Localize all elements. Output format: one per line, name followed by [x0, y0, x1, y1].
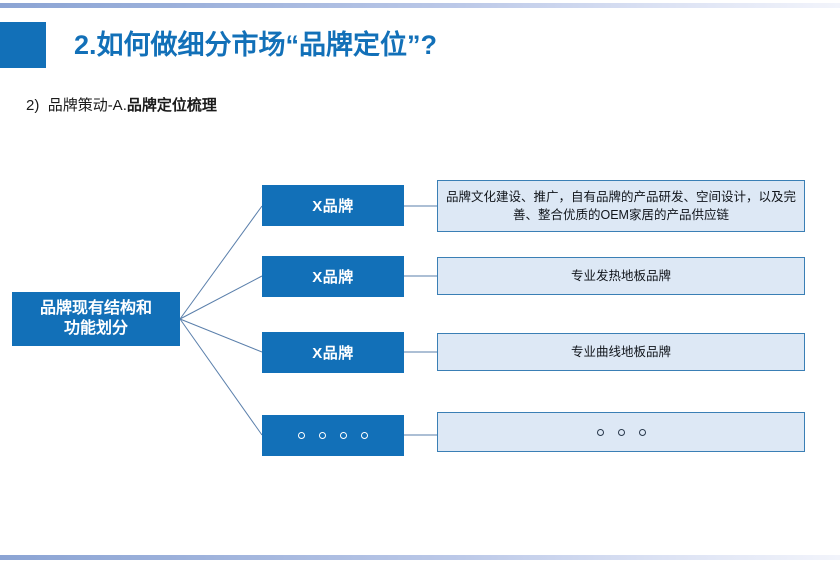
description-panel-3[interactable]: 专业曲线地板品牌	[437, 333, 805, 371]
root-node-brand-structure[interactable]: 品牌现有结构和 功能划分	[12, 292, 180, 346]
description-panel-3-text: 专业曲线地板品牌	[570, 344, 671, 359]
brand-box-3[interactable]: X品牌	[262, 332, 404, 373]
dot-icon	[617, 428, 625, 436]
dot-icon	[298, 432, 305, 439]
brand-box-4-ellipsis[interactable]	[262, 415, 404, 456]
root-node-label-line1: 品牌现有结构和	[39, 299, 152, 317]
brand-box-2-label: X品牌	[312, 269, 354, 286]
subtitle-number: 2)	[26, 97, 40, 114]
description-panel-4-ellipsis[interactable]	[437, 412, 805, 452]
subtitle-plain: 品牌策动-A.	[47, 97, 127, 114]
top-gradient-rule	[0, 3, 840, 8]
dot-icon	[638, 428, 646, 436]
description-panel-2-text: 专业发热地板品牌	[570, 268, 671, 283]
dot-icon	[596, 428, 604, 436]
dot-icon	[361, 432, 368, 439]
description-panel-1-text: 品牌文化建设、推广，自有品牌的产品研发、空间设计，以及完善、整合优质的OEM家居…	[446, 189, 797, 222]
root-node-label-line2: 功能划分	[63, 320, 128, 337]
subtitle-strong: 品牌定位梳理	[126, 97, 217, 114]
brand-box-2[interactable]: X品牌	[262, 256, 404, 297]
brand-box-3-label: X品牌	[312, 345, 354, 362]
dot-icon	[340, 432, 347, 439]
ellipsis-dots-icon	[298, 432, 368, 439]
subtitle: 2) 品牌策动-A.品牌定位梳理	[26, 94, 217, 115]
description-panel-1[interactable]: 品牌文化建设、推广，自有品牌的产品研发、空间设计，以及完善、整合优质的OEM家居…	[437, 180, 805, 232]
dot-icon	[319, 432, 326, 439]
title-accent-block	[0, 22, 46, 68]
description-panel-2[interactable]: 专业发热地板品牌	[437, 257, 805, 295]
page-title: 2.如何做细分市场“品牌定位”?	[74, 30, 438, 60]
ellipsis-dots-icon	[596, 428, 646, 436]
bottom-gradient-rule	[0, 555, 840, 560]
brand-box-1[interactable]: X品牌	[262, 185, 404, 226]
brand-box-1-label: X品牌	[312, 198, 354, 215]
brand-structure-diagram: 品牌现有结构和 功能划分 X品牌 品牌文化建设、推广，自有品牌的产品研发、空间设…	[0, 150, 840, 480]
